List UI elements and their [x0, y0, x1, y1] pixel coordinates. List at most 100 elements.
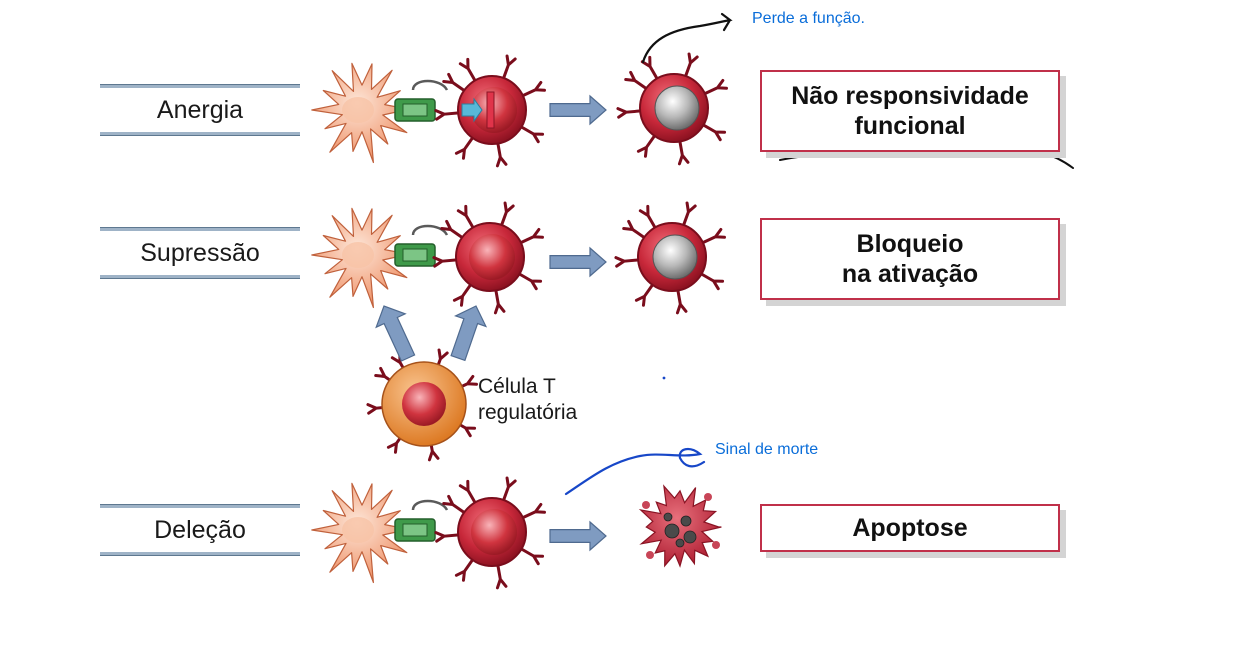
apoptotic-cell-fragment: [663, 512, 673, 522]
outcome-supressao-line-2: na ativação: [841, 260, 979, 288]
tcell-anergia-start-receptor: [495, 140, 508, 168]
tcell-supressao-start-receptor: [452, 281, 474, 307]
outcome-anergia-line-1: Não responsividade: [791, 82, 1029, 110]
apc-anergia-nucleus: [342, 97, 374, 123]
tcell-supressao-end-nucleus: [652, 234, 698, 280]
tcell-supressao-start-receptor: [432, 256, 460, 268]
apoptotic-cell-body: [638, 484, 722, 568]
tcell-supressao-end-receptor: [614, 256, 642, 268]
tcell-anergia-start-receptor: [458, 57, 478, 84]
apc-anergia: [311, 62, 414, 164]
tcell-supressao-start-nucleus: [469, 234, 515, 280]
tcell-delecao-receptor: [442, 494, 468, 516]
outcome-delecao-line-1: Apoptose: [852, 514, 968, 542]
tcell-supressao-end-receptor: [681, 201, 697, 229]
tcell-supressao-start-receptor: [517, 227, 544, 245]
tcell-anergia-end-nucleus: [654, 85, 700, 131]
apc-supressao-nucleus: [342, 242, 374, 268]
tcell-supressao-end-receptor: [634, 281, 656, 307]
tcell-anergia-end-receptor: [677, 138, 690, 166]
synapse-supressao: [394, 224, 449, 267]
treg-label-line-2: regulatória: [478, 401, 578, 424]
tcell-supressao-start-receptor: [493, 287, 506, 315]
tcell-supressao-end-receptor: [675, 287, 688, 315]
annotation-stroke-1: [641, 12, 733, 64]
signal-arrow-anergia: [461, 97, 483, 123]
synapse-delecao: [394, 499, 449, 542]
synapse-delecao-tcr: [402, 523, 428, 537]
tcell-anergia-start-receptor: [501, 54, 517, 82]
tcell-delecao-receptor: [454, 556, 476, 582]
tcell-anergia-end-receptor: [636, 132, 658, 158]
synapse-anergia-coreceptor: [411, 79, 449, 91]
tcell-supressao-start-receptor: [440, 219, 466, 241]
tcell-anergia-start-receptor: [434, 109, 462, 121]
arrow-treg-to-tcell: [450, 305, 488, 362]
tcell-supressao-end-receptor: [622, 219, 648, 241]
tcell-supressao-end: [614, 201, 726, 315]
row-label-delecao: Deleção: [100, 504, 300, 556]
tcell-supressao-start: [432, 201, 544, 315]
tcell-delecao-receptor: [495, 562, 508, 590]
apc-delecao-nucleus: [342, 517, 374, 543]
tcell-anergia-end: [616, 52, 728, 166]
synapse-anergia-tcr: [402, 103, 428, 117]
tcell-supressao-start-receptor: [499, 201, 515, 229]
apc-supressao: [311, 207, 414, 309]
arrow-delecao: [549, 520, 607, 552]
apoptotic-cell: [638, 484, 722, 568]
tcell-anergia-end-receptor: [683, 52, 699, 80]
synapse-delecao-coreceptor: [411, 499, 449, 511]
row-label-anergia: Anergia: [100, 84, 300, 136]
annotation-sinal-morte: Sinal de morte: [715, 441, 819, 458]
annotation-stroke-2: [564, 448, 706, 496]
tcell-supressao-end-receptor: [638, 204, 658, 231]
tcell-anergia-end-receptor: [616, 107, 644, 119]
treg-cell-nucleus: [402, 382, 446, 426]
outcome-supressao-line-1: Bloqueio: [856, 230, 964, 258]
tcell-supressao-start-receptor: [456, 204, 476, 231]
tcell-delecao-receptor: [518, 546, 545, 566]
tcell-delecao-nucleus: [471, 509, 517, 555]
synapse-supressao-tcr: [402, 248, 428, 262]
apoptotic-cell-fragment: [683, 530, 697, 544]
outcome-box-supressao: Bloqueio na ativação: [760, 218, 1060, 300]
tcell-delecao-receptor: [519, 502, 546, 520]
tcell-delecao-receptor: [458, 479, 478, 506]
tcell-delecao-receptor: [434, 531, 462, 543]
tcell-anergia-start-receptor: [519, 80, 546, 98]
arrow-supressao: [549, 246, 607, 278]
arrow-treg-to-apc: [375, 305, 416, 362]
tcell-anergia-end-receptor: [640, 55, 660, 82]
apoptotic-cell-bleb: [642, 501, 650, 509]
tcell-anergia-end-receptor: [700, 122, 727, 142]
apoptotic-cell-fragment: [664, 523, 680, 539]
apoptotic-cell-bleb: [646, 551, 654, 559]
annotation-dot: [662, 376, 666, 380]
tcell-delecao: [434, 476, 546, 590]
tcell-delecao-receptor: [501, 476, 517, 504]
arrow-anergia: [549, 94, 607, 126]
treg-cell: [366, 348, 478, 462]
tcell-supressao-start-receptor: [516, 271, 543, 291]
tcell-anergia-start-receptor: [454, 134, 476, 160]
outcome-anergia-line-2: funcional: [854, 112, 966, 140]
outcome-box-anergia: Não responsividade funcional: [760, 70, 1060, 152]
tcell-supressao-end-receptor: [699, 227, 726, 245]
apoptotic-cell-fragment: [675, 538, 685, 548]
tcell-supressao-end-receptor: [698, 271, 725, 291]
tcell-anergia-end-receptor: [701, 78, 728, 96]
apoptotic-cell-bleb: [712, 541, 720, 549]
tcell-anergia-end-receptor: [624, 70, 650, 92]
synapse-anergia: [394, 79, 449, 122]
annotation-perde-funcao: Perde a função.: [752, 10, 865, 27]
outcome-box-delecao: Apoptose: [760, 504, 1060, 552]
apc-delecao: [311, 482, 414, 584]
apoptotic-cell-fragment: [680, 515, 692, 527]
apoptotic-cell-bleb: [704, 493, 712, 501]
treg-label: Célula T regulatória: [478, 374, 577, 426]
synapse-supressao-coreceptor: [411, 224, 449, 236]
block-bar-anergia: [486, 91, 495, 129]
